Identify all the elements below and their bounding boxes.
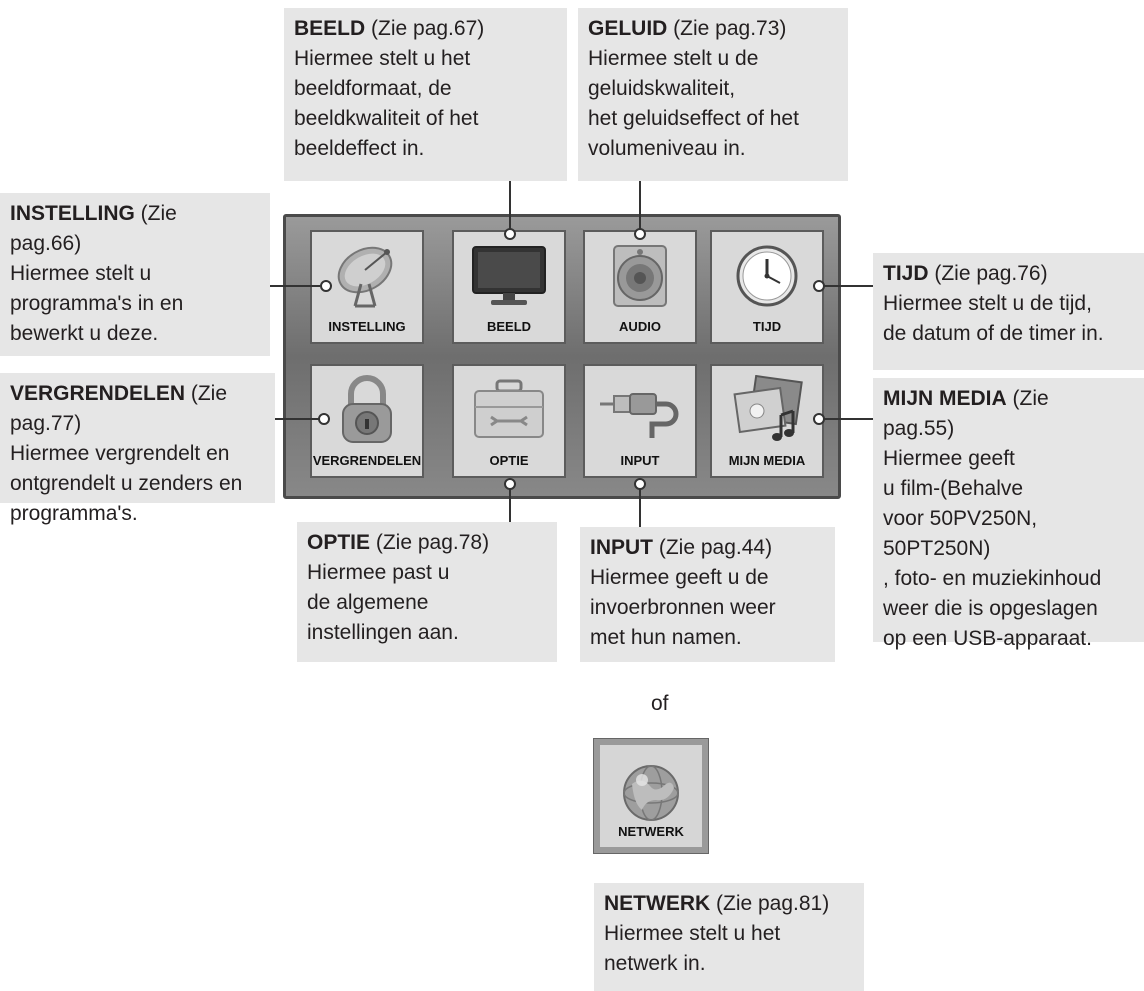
connector-dot-vergrendelen xyxy=(318,413,330,425)
tile-netwerk[interactable]: NETWERK xyxy=(593,738,709,854)
connector-geluid xyxy=(639,181,641,229)
connector-dot-beeld xyxy=(504,228,516,240)
tile-optie[interactable]: OPTIE xyxy=(452,364,566,478)
callout-beeld: BEELD (Zie pag.67) Hiermee stelt u het b… xyxy=(284,8,567,181)
callout-optie: OPTIE (Zie pag.78) Hiermee past u de alg… xyxy=(297,522,557,662)
callout-vergrendelen: VERGRENDELEN (Zie pag.77) Hiermee vergre… xyxy=(0,373,275,525)
toolbox-icon xyxy=(454,372,564,448)
connector-beeld xyxy=(509,181,511,229)
connector-dot-optie xyxy=(504,478,516,490)
connector-dot-instelling xyxy=(320,280,332,292)
tile-tijd[interactable]: TIJD xyxy=(710,230,824,344)
media-photo-music-icon xyxy=(712,372,822,448)
globe-icon xyxy=(600,755,702,831)
connector-dot-tijd xyxy=(813,280,825,292)
tile-audio[interactable]: AUDIO xyxy=(583,230,697,344)
connector-dot-input xyxy=(634,478,646,490)
tile-input[interactable]: INPUT xyxy=(583,364,697,478)
tv-monitor-icon xyxy=(454,238,564,314)
connector-dot-geluid xyxy=(634,228,646,240)
callout-geluid: GELUID (Zie pag.73) Hiermee stelt u de g… xyxy=(578,8,848,181)
connector-input xyxy=(639,486,641,527)
callout-input: INPUT (Zie pag.44) Hiermee geeft u de in… xyxy=(580,527,835,662)
connector-optie xyxy=(509,486,511,522)
speaker-icon xyxy=(585,238,695,314)
callout-netwerk: NETWERK (Zie pag.81) Hiermee stelt u het… xyxy=(594,883,864,991)
callout-tijd: TIJD (Zie pag.76) Hiermee stelt u de tij… xyxy=(873,253,1144,370)
callout-instelling: INSTELLING (Zie pag.66) Hiermee stelt u … xyxy=(0,193,270,356)
or-text: of xyxy=(651,692,669,715)
connector-dot-mijn-media xyxy=(813,413,825,425)
connector-tijd xyxy=(822,285,873,287)
tile-beeld[interactable]: BEELD xyxy=(452,230,566,344)
connector-instelling xyxy=(270,285,320,287)
tile-instelling[interactable]: INSTELLING xyxy=(310,230,424,344)
clock-icon xyxy=(712,238,822,314)
connector-mijn-media xyxy=(822,418,873,420)
rca-cable-icon xyxy=(585,372,695,448)
tile-mijn-media[interactable]: MIJN MEDIA xyxy=(710,364,824,478)
satellite-dish-icon xyxy=(312,238,422,314)
callout-mijn-media: MIJN MEDIA (Zie pag.55) Hiermee geeft u … xyxy=(873,378,1144,650)
connector-vergrendelen xyxy=(275,418,320,420)
padlock-icon xyxy=(312,372,422,448)
